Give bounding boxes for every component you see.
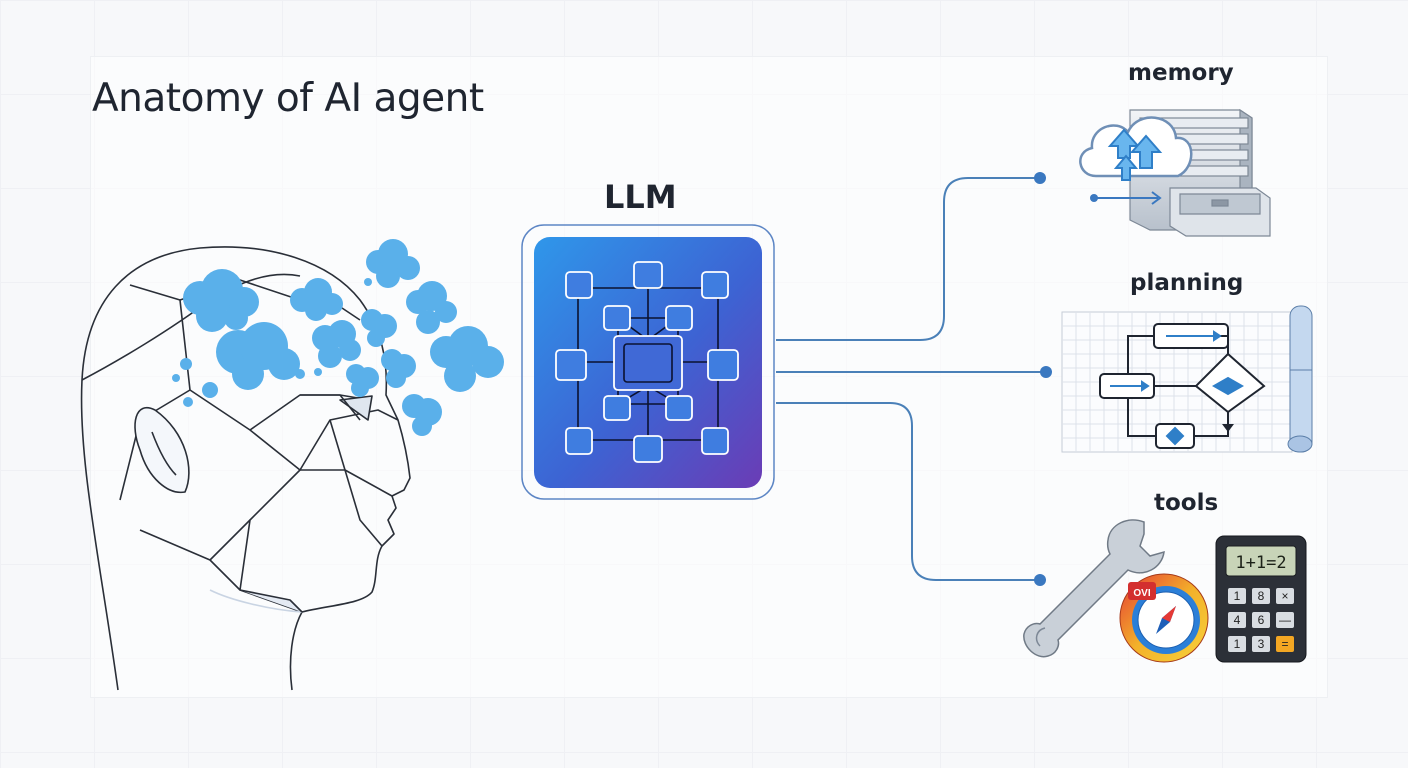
- svg-text:8: 8: [1258, 589, 1265, 603]
- memory-label: memory: [1128, 60, 1234, 86]
- connector-dot: [1034, 574, 1046, 586]
- cloud-icon: [183, 269, 259, 332]
- browser-compass-icon: OVI: [1119, 573, 1209, 663]
- planning-flowchart-icon: [1061, 305, 1313, 453]
- tools-label: tools: [1154, 490, 1219, 516]
- cloud-icon: [402, 394, 442, 436]
- svg-text:6: 6: [1258, 613, 1265, 627]
- svg-text:1: 1: [1234, 637, 1241, 651]
- svg-text:3: 3: [1258, 637, 1265, 651]
- llm-label: LLM: [604, 178, 677, 216]
- connector-dot: [1034, 172, 1046, 184]
- svg-text:—: —: [1279, 613, 1291, 627]
- connectors: [776, 177, 1046, 581]
- svg-text:1+1=2: 1+1=2: [1235, 553, 1286, 573]
- connector-tools: [776, 402, 1040, 581]
- cloud-icon: [381, 349, 416, 388]
- llm-outer-frame: [521, 224, 775, 500]
- cloud-icon: [312, 320, 361, 368]
- cloud-icon: [361, 309, 397, 347]
- diagram-title: Anatomy of AI agent: [92, 76, 484, 121]
- svg-text:=: =: [1281, 637, 1288, 651]
- svg-text:OVI: OVI: [1133, 588, 1150, 599]
- cloud-icon: [366, 239, 420, 288]
- cloud-icon: [290, 278, 343, 321]
- svg-text:×: ×: [1281, 589, 1288, 603]
- connector-dot: [1040, 366, 1052, 378]
- calculator-icon: 1+1=2 1 8 × 4 6 — 1 3 =: [1215, 535, 1307, 663]
- memory-cloud-cabinet-icon: [1079, 108, 1271, 237]
- neural-network-icon: [555, 261, 739, 463]
- cloud-icon: [346, 364, 379, 397]
- wrench-icon: [1023, 519, 1165, 658]
- tools-icon: OVI 1+1=2 1 8 × 4 6 — 1 3 =: [1023, 519, 1307, 663]
- cloud-icon: [216, 322, 300, 390]
- cloud-icon: [430, 326, 504, 392]
- connector-memory: [776, 177, 1038, 341]
- svg-text:1: 1: [1234, 589, 1241, 603]
- svg-text:4: 4: [1234, 613, 1241, 627]
- cloud-icon: [406, 281, 457, 334]
- planning-label: planning: [1130, 270, 1244, 296]
- thought-clouds: [172, 239, 504, 436]
